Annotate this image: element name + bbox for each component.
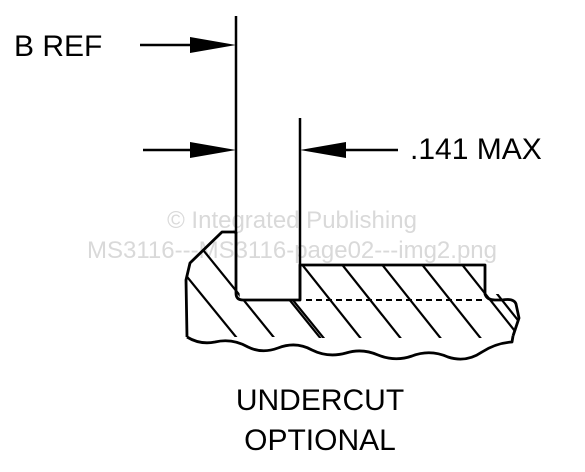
watermark-line1: © Integrated Publishing — [167, 207, 417, 234]
b-ref-label: B REF — [14, 30, 102, 63]
b-ref-arrow — [190, 37, 236, 53]
dim-left-arrow — [190, 142, 236, 158]
max-dimension-label: .141 MAX — [410, 133, 542, 166]
watermark-line2: MS3116---MS3116-page02---img2.png — [87, 237, 497, 264]
note-line2: OPTIONAL — [244, 424, 396, 457]
part-cross-section-outline — [184, 230, 521, 338]
dim-right-arrow — [300, 142, 346, 158]
break-line — [186, 335, 515, 361]
note-line1: UNDERCUT — [236, 384, 404, 417]
